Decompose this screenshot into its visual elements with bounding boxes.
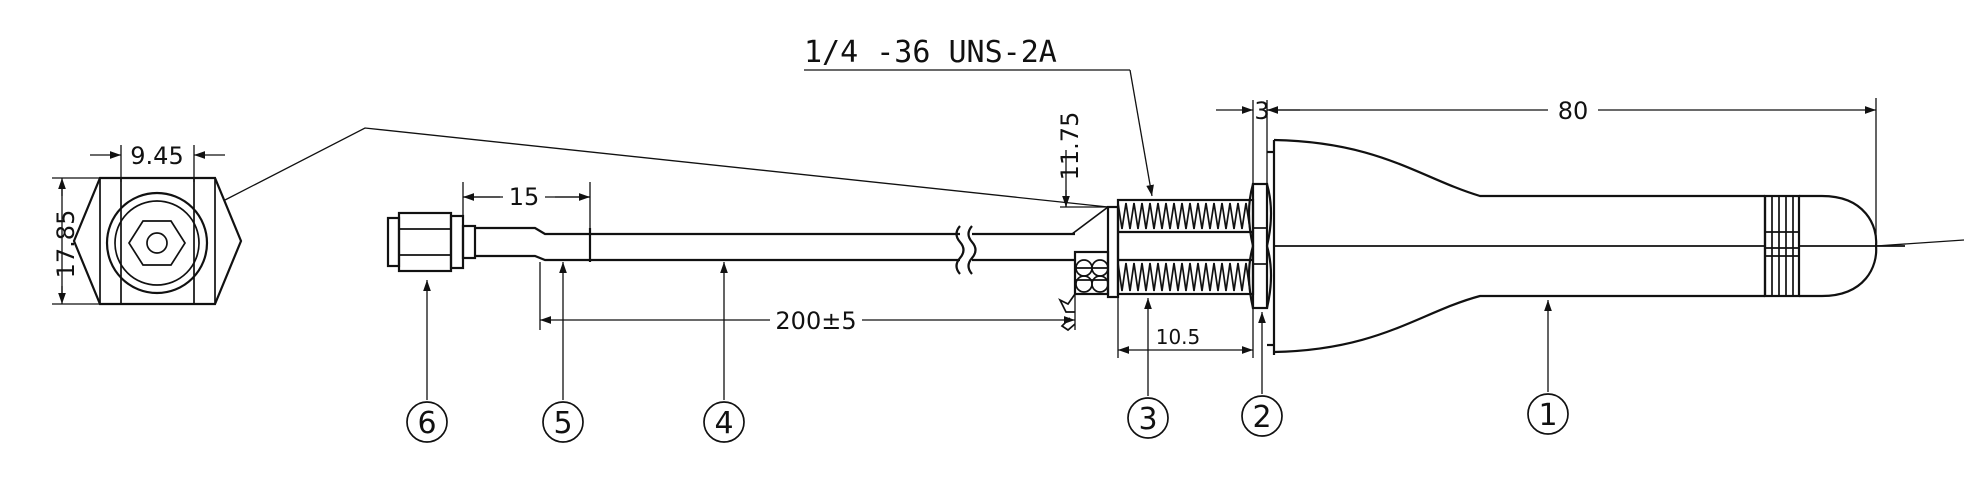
dim-bulkhead-height: 11.75 (1056, 112, 1108, 208)
dim-label-10-5: 10.5 (1156, 325, 1201, 349)
dim-hex-height: 17.85 (52, 177, 100, 305)
thread-spec-label: 1/4 -36 UNS-2A (804, 35, 1057, 70)
dim-label-9-45: 9.45 (130, 142, 183, 170)
end-view-hex (72, 176, 243, 306)
dim-antenna-length: 80 (1267, 97, 1877, 240)
threaded-body (1116, 198, 1255, 296)
dim-cable-length: 200±5 (539, 262, 1076, 335)
callout-3-label: 3 (1138, 402, 1157, 437)
callout-2-label: 2 (1252, 400, 1271, 435)
callout-6-label: 6 (417, 406, 436, 441)
callout-6: 6 (406, 280, 448, 443)
dim-sma-length: 15 (462, 182, 591, 230)
dim-nut-thickness: 3 (1216, 97, 1270, 184)
dim-label-80: 80 (1558, 97, 1589, 125)
dim-label-3: 3 (1254, 97, 1269, 125)
callout-4: 4 (703, 262, 745, 443)
callout-3: 3 (1127, 298, 1169, 439)
view-leader-line (224, 127, 1109, 208)
dim-label-15: 15 (509, 183, 540, 211)
callout-1: 1 (1527, 300, 1569, 435)
coax-cable (475, 206, 1109, 275)
callout-5-label: 5 (553, 406, 572, 441)
callout-1-label: 1 (1538, 398, 1557, 433)
bulkhead-base (1058, 205, 1120, 332)
dim-thread-length: 10.5 (1117, 294, 1254, 358)
thread-spec-note: 1/4 -36 UNS-2A (804, 35, 1154, 197)
hex-nut (1247, 140, 1276, 355)
dim-hex-across-flats: 9.45 (90, 142, 225, 182)
dim-label-200: 200±5 (775, 307, 856, 335)
dim-label-11-75: 11.75 (1056, 112, 1084, 181)
callout-2: 2 (1241, 312, 1283, 437)
callout-4-label: 4 (714, 406, 733, 441)
antenna-radome (1273, 138, 1964, 354)
callout-5: 5 (542, 262, 584, 443)
sma-connector (386, 211, 477, 273)
dim-label-17-85: 17.85 (52, 210, 80, 279)
